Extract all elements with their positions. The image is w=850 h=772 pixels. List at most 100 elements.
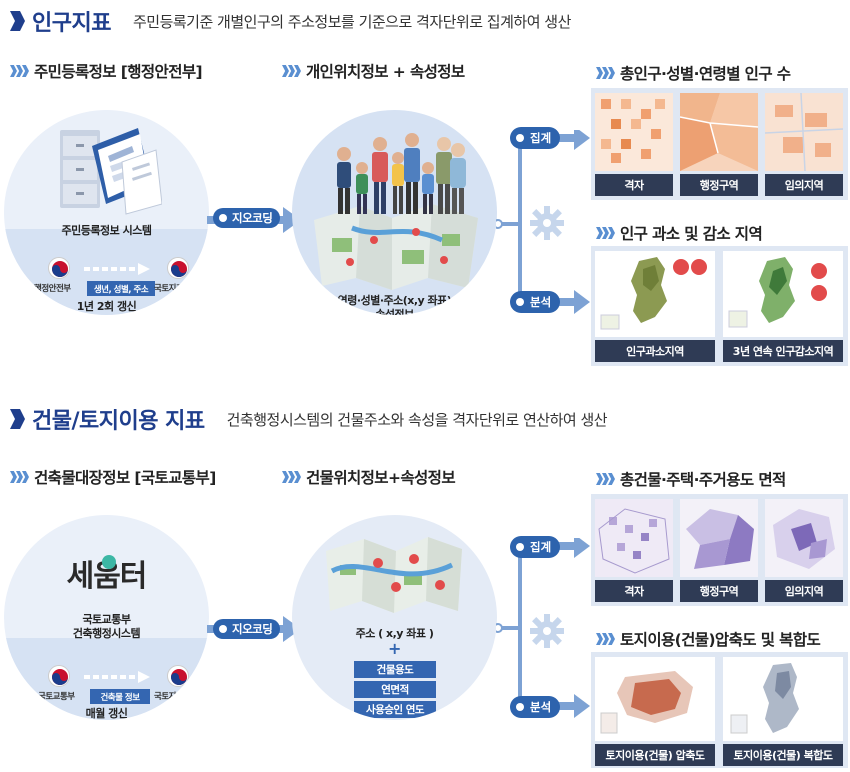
population-analysis-pill: 분석 — [510, 291, 561, 313]
dashed-arrow-icon — [84, 263, 150, 275]
section-arrow-icon — [10, 409, 25, 429]
logo-accent-dot — [102, 555, 116, 569]
building-aggregate-pill: 집계 — [510, 536, 561, 558]
depopulation-map-thumbnail — [595, 251, 715, 337]
building-agency-to: 국토지리정보원 — [154, 692, 206, 702]
district-map-thumbnail — [680, 93, 758, 171]
chevrons-icon — [282, 65, 301, 77]
population-source-circle: 주민등록정보 시스템 행정안전부 생년, 성별, 주소 국토지리정보원 1년 2… — [4, 110, 209, 315]
population-transfer-tag: 생년, 성별, 주소 — [87, 281, 155, 296]
building-result2-item-mixed-use: 토지이용(건물) 복합도 — [723, 744, 843, 766]
population-aggregate-label: 집계 — [530, 131, 552, 145]
building-location-circle: 주소 ( x,y 좌표 ) + 건물용도 연면적 사용승인 연도 — [292, 515, 497, 720]
building-result1-header: 총건물·주택·주거용도 면적 — [596, 468, 786, 490]
building-result2-panel: 토지이용(건물) 압축도 토지이용(건물) 복합도 — [591, 652, 848, 768]
building-result1-item-district: 행정구역 — [680, 580, 758, 602]
map-with-family-icon — [314, 133, 478, 290]
building-geocoding-pill: 지오코딩 — [213, 619, 281, 639]
building-analysis-label: 분석 — [530, 700, 552, 714]
building-analysis-pill: 분석 — [510, 696, 561, 718]
chevrons-icon — [10, 471, 29, 483]
population-result2-title: 인구 과소 및 감소 지역 — [620, 225, 763, 243]
population-location-title: 개인위치정보 + 속성정보 — [306, 63, 465, 81]
attribute-box-floor-area: 연면적 — [354, 681, 436, 698]
population-update-cycle: 1년 2회 갱신 — [76, 300, 137, 313]
chevrons-icon — [596, 67, 615, 79]
population-source-system: 주민등록정보 시스템 — [61, 224, 152, 237]
population-result2-item-depopulation: 인구과소지역 — [595, 340, 715, 362]
population-location-header: 개인위치정보 + 속성정보 — [282, 60, 465, 82]
chevrons-icon — [596, 227, 615, 239]
attribute-box-usage: 건물용도 — [354, 661, 436, 678]
building-location-title: 건물위치정보+속성정보 — [306, 469, 456, 487]
government-emblem-icon — [167, 257, 189, 279]
grid-map-thumbnail — [595, 499, 673, 577]
chevrons-icon — [282, 471, 301, 483]
population-result1-title: 총인구·성별·연령별 인구 수 — [620, 65, 791, 83]
population-analysis-label: 분석 — [530, 295, 552, 309]
population-location-line1: 연령·성별·주소(x,y 좌표) — [337, 294, 452, 307]
gear-icon — [530, 206, 564, 240]
population-result1-item-custom: 임의지역 — [765, 174, 843, 196]
building-result1-panel: 격자 행정구역 임의지역 — [591, 494, 848, 606]
population-result2-item-decline: 3년 연속 인구감소지역 — [723, 340, 843, 362]
chevrons-icon — [596, 473, 615, 485]
building-location-header: 건물위치정보+속성정보 — [282, 466, 456, 488]
building-system-line1: 국토교통부 — [82, 613, 131, 626]
population-result2-header: 인구 과소 및 감소 지역 — [596, 222, 763, 244]
building-update-cycle: 매월 갱신 — [85, 707, 128, 720]
building-result1-item-custom: 임의지역 — [765, 580, 843, 602]
building-section-title: 건물/토지이용 지표 — [32, 409, 205, 434]
building-section-description: 건축행정시스템의 건물주소와 속성을 격자단위로 연산하여 생산 — [226, 410, 608, 429]
building-aggregate-label: 집계 — [530, 540, 552, 554]
custom-area-map-thumbnail — [765, 499, 843, 577]
building-geocoding-label: 지오코딩 — [232, 622, 273, 636]
population-result1-item-grid: 격자 — [595, 174, 673, 196]
custom-area-map-thumbnail — [765, 93, 843, 171]
compactness-map-thumbnail — [595, 657, 715, 741]
population-section-title: 인구지표 — [32, 11, 111, 36]
building-section-header: 건물/토지이용 지표 건축행정시스템의 건물주소와 속성을 격자단위로 연산하여… — [8, 404, 608, 434]
population-aggregate-pill: 집계 — [510, 127, 561, 149]
plus-sign: + — [388, 639, 401, 658]
population-section-description: 주민등록기준 개별인구의 주소정보를 기준으로 격자단위로 집계하여 생산 — [132, 12, 571, 31]
population-result2-panel: 인구과소지역 3년 연속 인구감소지역 — [591, 246, 848, 366]
government-emblem-icon — [48, 257, 70, 279]
building-agency-from: 국토교통부 — [38, 692, 75, 702]
district-map-thumbnail — [680, 499, 758, 577]
population-result1-panel: 격자 행정구역 임의지역 — [591, 88, 848, 200]
decline-map-thumbnail — [723, 251, 843, 337]
building-result1-title: 총건물·주택·주거용도 면적 — [620, 471, 786, 489]
government-emblem-icon — [167, 665, 189, 687]
attribute-box-approval-year: 사용승인 연도 — [354, 701, 436, 718]
population-result1-item-district: 행정구역 — [680, 174, 758, 196]
folded-map-icon — [326, 537, 462, 613]
building-result1-item-grid: 격자 — [595, 580, 673, 602]
building-result2-header: 토지이용(건물)압축도 및 복합도 — [596, 628, 821, 650]
mixed-use-map-thumbnail — [723, 657, 843, 741]
population-source-header: 주민등록정보 [행정안전부] — [10, 60, 203, 82]
building-result2-title: 토지이용(건물)압축도 및 복합도 — [620, 631, 821, 649]
section-arrow-icon — [10, 11, 25, 31]
gear-icon — [530, 614, 564, 648]
dashed-arrow-icon — [84, 671, 150, 683]
building-system-line2: 건축행정시스템 — [72, 627, 141, 640]
building-source-title: 건축물대장정보 [국토교통부] — [34, 469, 216, 487]
population-agency-to: 국토지리정보원 — [154, 284, 206, 294]
government-emblem-icon — [48, 665, 70, 687]
building-source-circle: 세움터 국토교통부 건축행정시스템 국토교통부 건축물 정보 국토지리정보원 매… — [4, 515, 209, 720]
population-location-line2: 속성정보 — [375, 308, 414, 315]
building-source-header: 건축물대장정보 [국토교통부] — [10, 466, 216, 488]
population-source-title: 주민등록정보 [행정안전부] — [34, 63, 203, 81]
grid-map-thumbnail — [595, 93, 673, 171]
building-result2-item-compactness: 토지이용(건물) 압축도 — [595, 744, 715, 766]
building-transfer-tag: 건축물 정보 — [90, 689, 150, 704]
population-section-header: 인구지표 주민등록기준 개별인구의 주소정보를 기준으로 격자단위로 집계하여 … — [8, 6, 571, 36]
population-geocoding-pill: 지오코딩 — [213, 208, 281, 228]
chevrons-icon — [10, 65, 29, 77]
population-location-circle: 연령·성별·주소(x,y 좌표) 속성정보 — [292, 110, 497, 315]
population-agency-from: 행정안전부 — [34, 284, 71, 294]
population-result1-header: 총인구·성별·연령별 인구 수 — [596, 62, 791, 84]
document-cabinet-icon — [60, 128, 162, 215]
chevrons-icon — [596, 633, 615, 645]
